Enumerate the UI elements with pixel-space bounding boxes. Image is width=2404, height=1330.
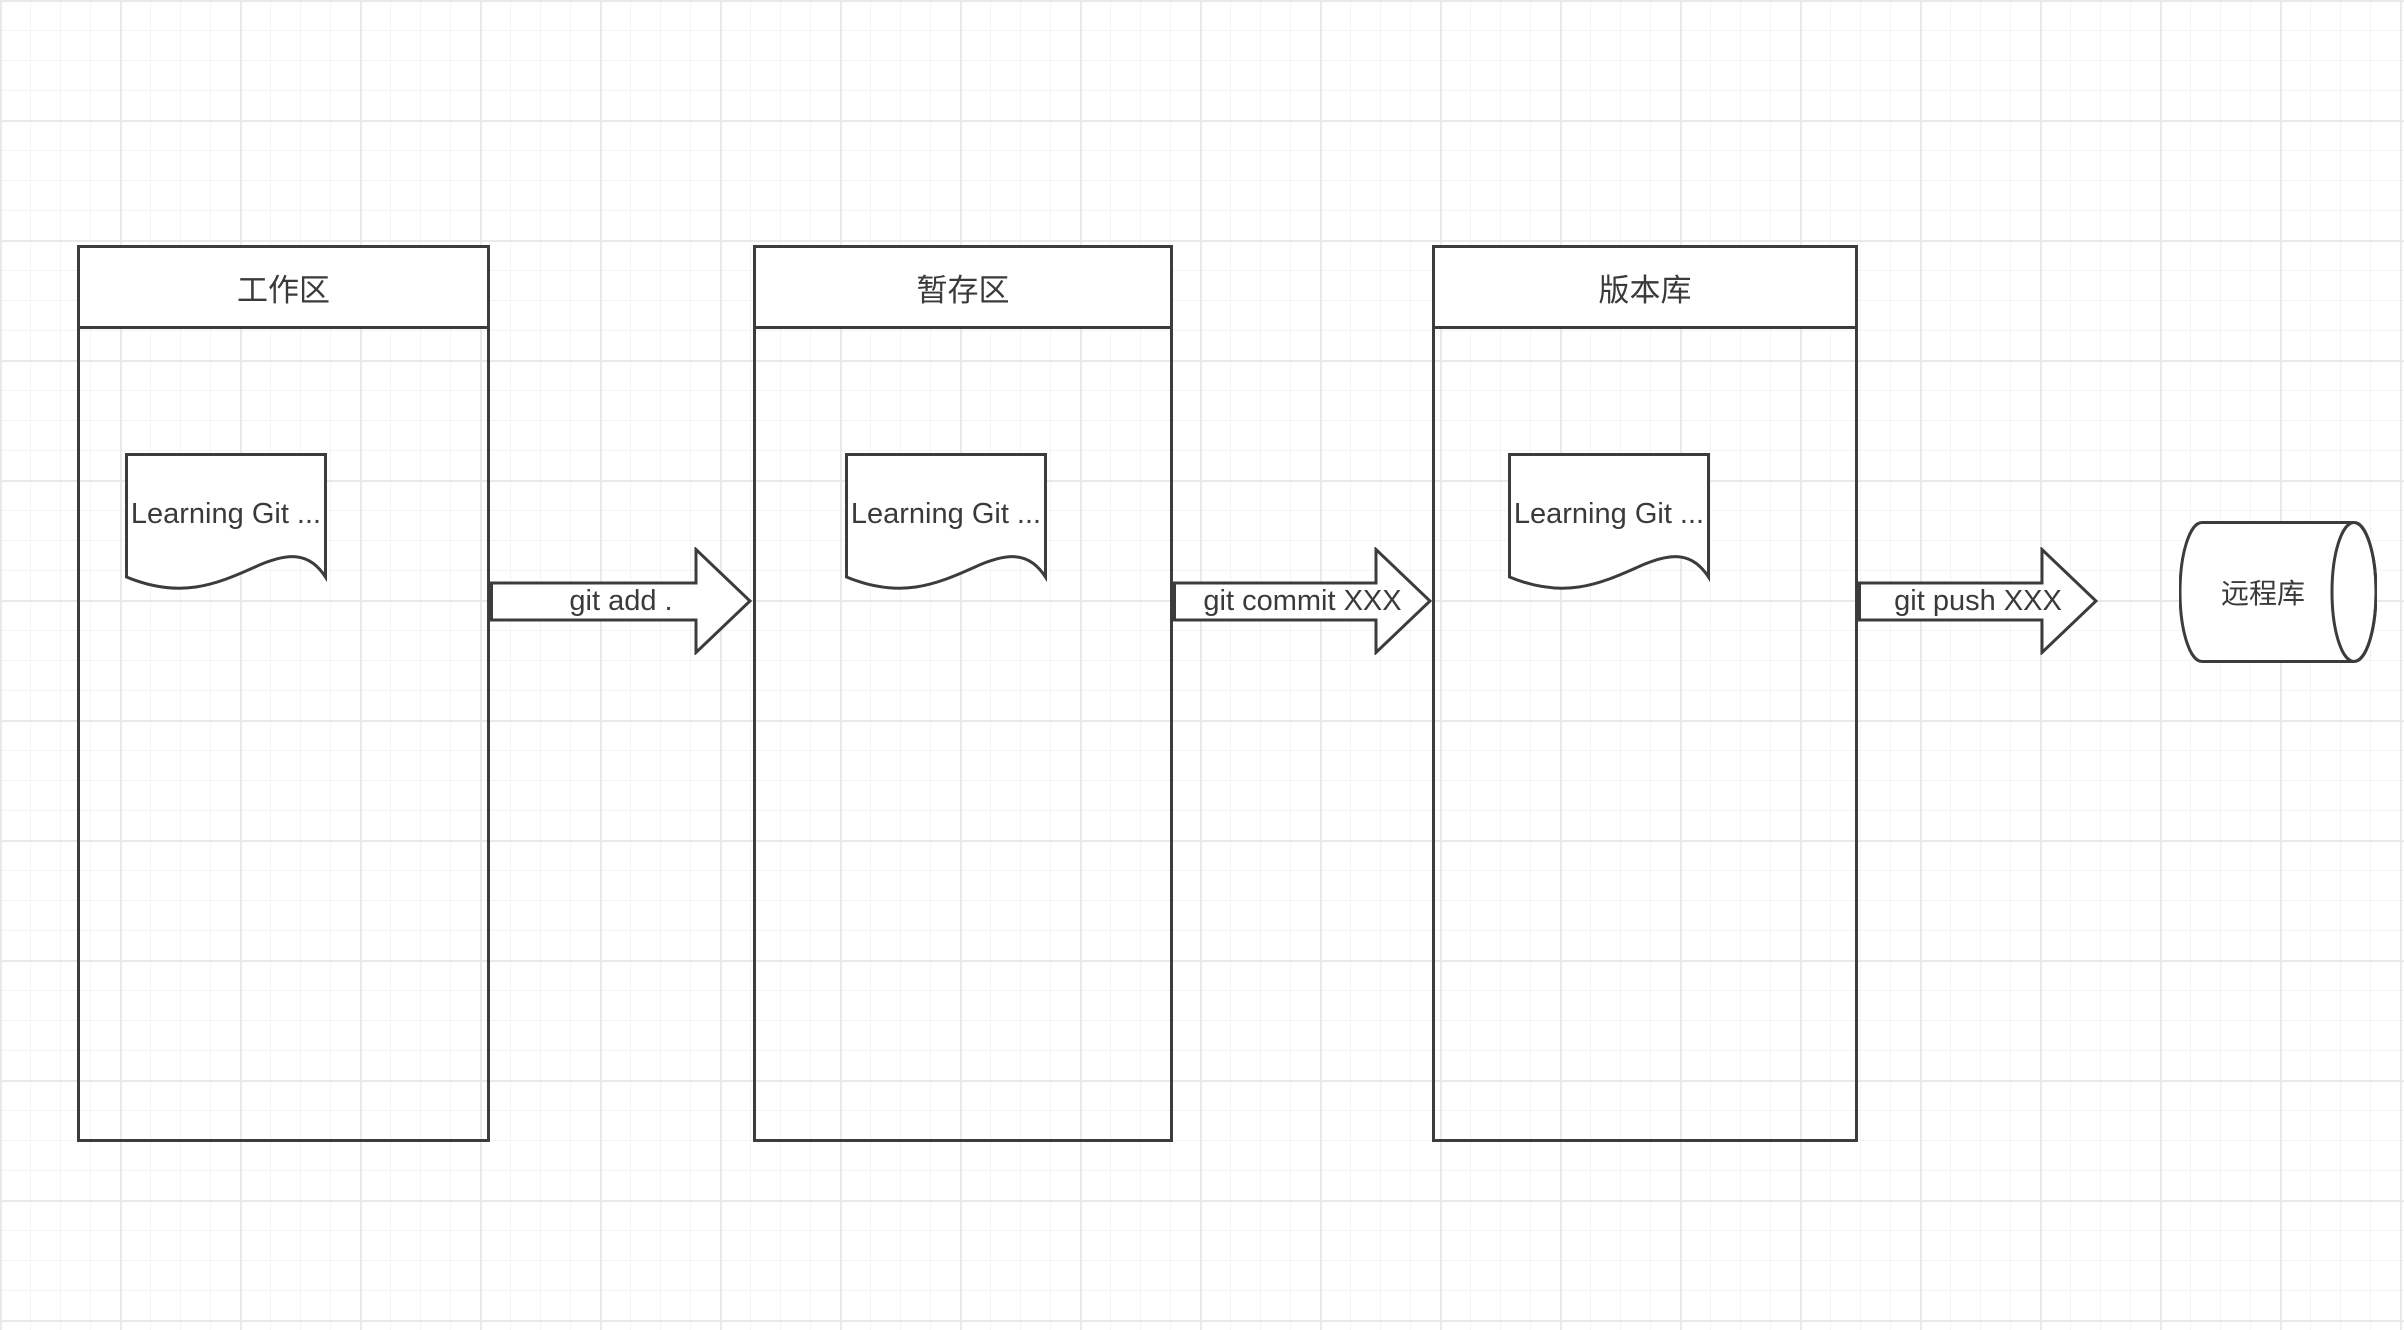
- git-add-arrow-label: git add .: [569, 584, 673, 617]
- block-arrow-right-icon: [1858, 547, 2098, 655]
- git-add-arrow[interactable]: git add .: [490, 547, 752, 655]
- working-area-header[interactable]: 工作区: [80, 248, 487, 329]
- git-commit-arrow[interactable]: git commit XXX: [1173, 547, 1432, 655]
- staging-area-title: 暂存区: [916, 272, 1010, 308]
- document-icon: [125, 453, 327, 590]
- git-push-arrow[interactable]: git push XXX: [1858, 547, 2098, 655]
- git-push-arrow-label: git push XXX: [1894, 584, 2062, 617]
- working-area-document-label: Learning Git ...: [130, 497, 322, 530]
- document-icon: [845, 453, 1047, 590]
- block-arrow-right-icon: [1173, 547, 1432, 655]
- remote-repo-cylinder[interactable]: 远程库: [2179, 521, 2377, 663]
- staging-area-container[interactable]: 暂存区: [753, 245, 1173, 1142]
- block-arrow-right-icon: [490, 547, 752, 655]
- git-commit-arrow-label: git commit XXX: [1203, 584, 1402, 617]
- repository-container[interactable]: 版本库: [1432, 245, 1858, 1142]
- repository-header[interactable]: 版本库: [1435, 248, 1855, 329]
- working-area-title: 工作区: [237, 272, 330, 308]
- repository-title: 版本库: [1598, 272, 1692, 308]
- remote-repo-label: 远程库: [2220, 578, 2305, 609]
- staging-area-document-shape[interactable]: Learning Git ...: [845, 453, 1047, 595]
- staging-area-document-label: Learning Git ...: [850, 497, 1042, 530]
- staging-area-header[interactable]: 暂存区: [756, 248, 1170, 329]
- cylinder-icon: [2179, 521, 2377, 663]
- working-area-container[interactable]: 工作区: [77, 245, 490, 1142]
- document-icon: [1508, 453, 1710, 590]
- repository-document-label: Learning Git ...: [1513, 497, 1705, 530]
- repository-document-shape[interactable]: Learning Git ...: [1508, 453, 1710, 595]
- working-area-document-shape[interactable]: Learning Git ...: [125, 453, 327, 595]
